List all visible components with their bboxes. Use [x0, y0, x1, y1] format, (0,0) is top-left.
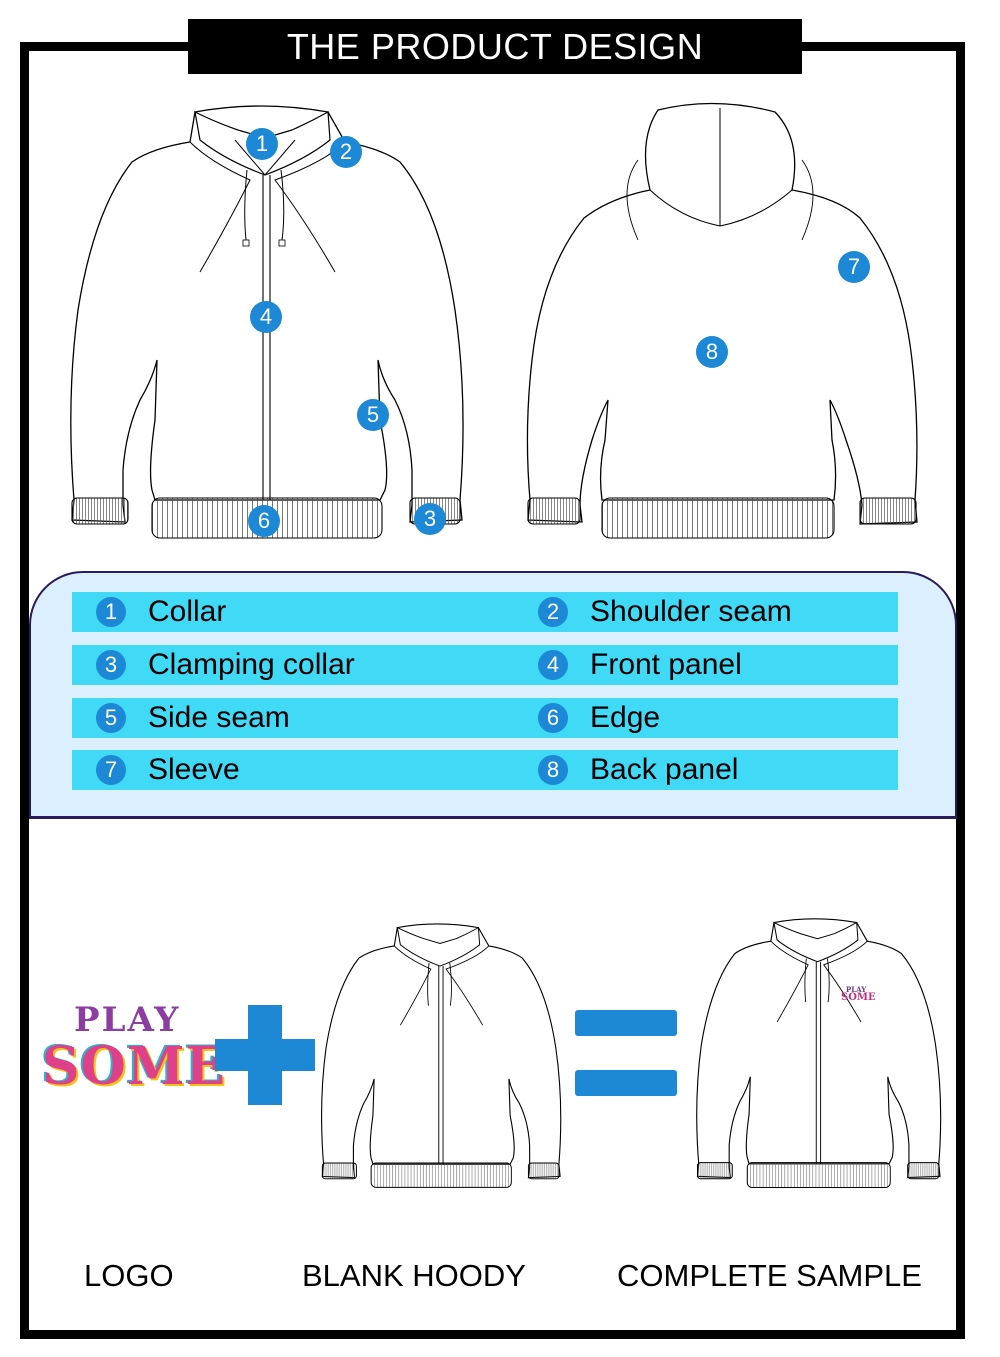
- sample-logo-play-text: PLAY: [846, 985, 867, 994]
- legend-label: Front panel: [590, 648, 742, 681]
- caption-blank-hoody: BLANK HOODY: [302, 1258, 526, 1293]
- callout-5-icon: 5: [357, 399, 389, 431]
- legend-item-sleeve: 7 Sleeve: [96, 750, 240, 790]
- page-title: THE PRODUCT DESIGN: [188, 19, 802, 74]
- blank-hoody-drawing: [321, 923, 562, 1188]
- number-6-icon: 6: [538, 703, 568, 733]
- legend-item-clamping-collar: 3 Clamping collar: [96, 645, 355, 685]
- callout-1-icon: 1: [246, 128, 278, 160]
- number-7-icon: 7: [96, 755, 126, 785]
- legend-row: [72, 645, 898, 685]
- legend-item-back-panel: 8 Back panel: [538, 750, 738, 790]
- number-5-icon: 5: [96, 703, 126, 733]
- legend-row: [72, 750, 898, 790]
- legend-item-collar: 1 Collar: [96, 592, 226, 632]
- logo-some-text: SOME: [42, 1036, 227, 1097]
- number-2-icon: 2: [538, 597, 568, 627]
- callout-3-icon: 3: [414, 503, 446, 535]
- logo-play-text: PLAY: [74, 1000, 181, 1040]
- callout-2-icon: 2: [330, 136, 362, 168]
- hoodie-back-drawing: [526, 102, 918, 539]
- legend-label: Shoulder seam: [590, 595, 792, 628]
- caption-complete-sample: COMPLETE SAMPLE: [617, 1258, 922, 1293]
- legend-item-edge: 6 Edge: [538, 698, 660, 738]
- callout-7-icon: 7: [838, 251, 870, 283]
- legend-label: Back panel: [590, 753, 739, 786]
- callout-8-icon: 8: [696, 336, 728, 368]
- equals-icon: [575, 1010, 677, 1096]
- number-1-icon: 1: [96, 597, 126, 627]
- plus-icon: [215, 1005, 315, 1105]
- callout-6-icon: 6: [248, 505, 280, 537]
- legend-label: Side seam: [148, 701, 290, 734]
- legend-row: [72, 698, 898, 738]
- complete-sample-drawing: [696, 918, 942, 1188]
- callout-4-icon: 4: [250, 301, 282, 333]
- number-4-icon: 4: [538, 650, 568, 680]
- caption-logo: LOGO: [84, 1258, 174, 1293]
- legend-item-shoulder-seam: 2 Shoulder seam: [538, 592, 792, 632]
- legend-label: Collar: [148, 595, 227, 628]
- number-3-icon: 3: [96, 650, 126, 680]
- sample-logo-some-text: SOME: [841, 992, 876, 1003]
- number-8-icon: 8: [538, 755, 568, 785]
- legend-label: Sleeve: [148, 753, 240, 786]
- legend-item-front-panel: 4 Front panel: [538, 645, 742, 685]
- legend-item-side-seam: 5 Side seam: [96, 698, 290, 738]
- legend-row: [72, 592, 898, 632]
- legend-label: Clamping collar: [148, 648, 355, 681]
- legend-label: Edge: [590, 701, 661, 734]
